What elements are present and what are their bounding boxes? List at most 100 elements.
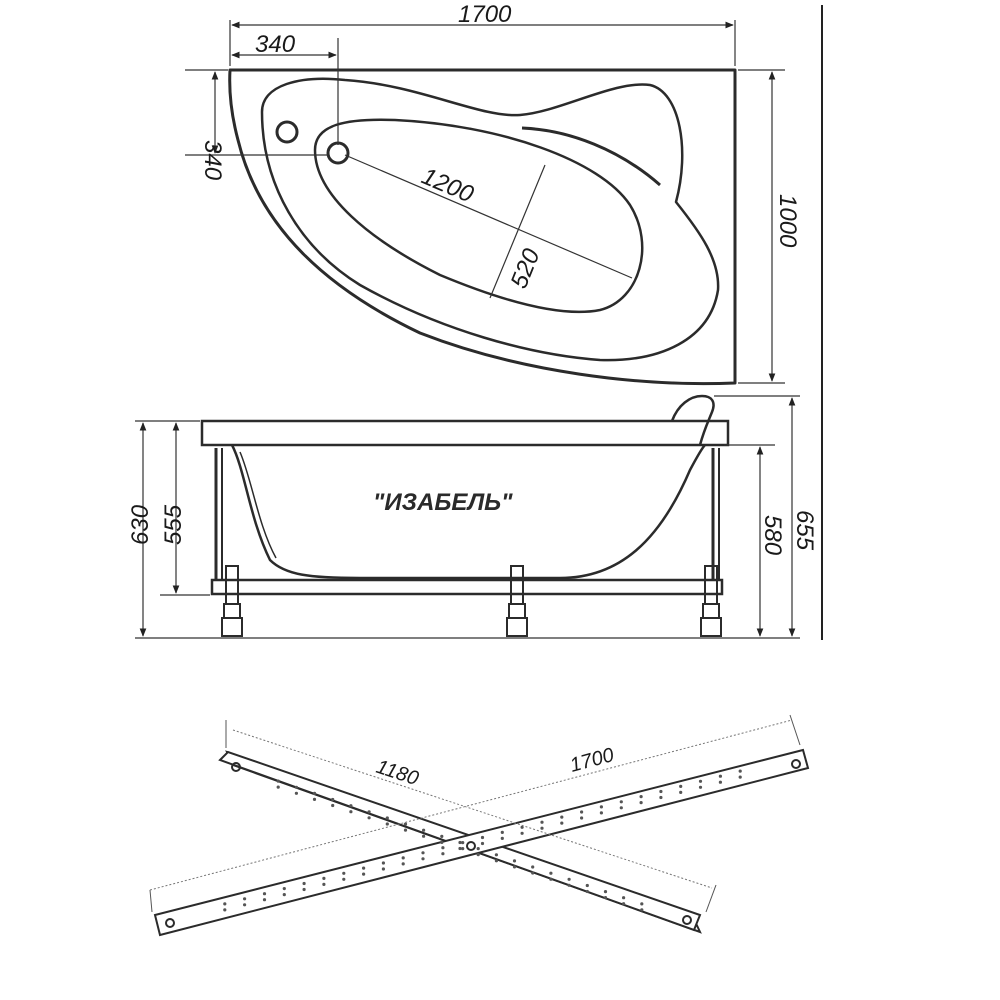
beam-hole-dot	[738, 775, 742, 779]
overflow-hole	[275, 120, 299, 144]
beam-hole-dot	[520, 831, 524, 835]
beam-mounting-holes	[223, 769, 742, 912]
beam-hole-dot	[367, 816, 371, 820]
beam-hole-dot	[567, 877, 571, 881]
beam-hole-dot	[549, 877, 553, 881]
beam-hole-dot	[603, 890, 608, 894]
beam-hole-dot	[461, 841, 465, 845]
tub-outer-outline	[228, 68, 737, 386]
drain-hole	[326, 141, 350, 165]
beam-hole-dot	[243, 897, 247, 901]
beam-end-hole-4	[791, 759, 801, 769]
beam-end-hole-3	[165, 918, 175, 928]
beam-hole-dot	[679, 790, 683, 795]
foot-right	[700, 565, 722, 637]
dim-width-1700: 1700	[458, 1, 512, 28]
beam-hole-dot	[312, 791, 317, 796]
beam-hole-dot	[322, 876, 326, 881]
foot-middle	[506, 565, 528, 637]
beam-hole-dot	[403, 828, 408, 832]
beam-hole-dot	[349, 810, 353, 814]
beam-hole-dot	[331, 803, 335, 808]
beam-hole-dot	[560, 821, 564, 825]
beam-hole-dot	[619, 800, 623, 804]
beam-hole-dot	[476, 853, 480, 857]
beam-hole-dot	[362, 866, 366, 870]
beam-hole-dot	[403, 822, 408, 826]
tub-inner-rim	[260, 77, 720, 362]
foot-left	[221, 565, 243, 637]
dim-beam-1180: 1180	[373, 756, 421, 790]
beam-hole-dot	[385, 816, 389, 820]
beam-hole-dot	[342, 871, 346, 875]
beam-hole-dot	[294, 791, 298, 795]
beam-hole-dot	[622, 902, 626, 906]
beam-hole-dot	[441, 852, 445, 856]
beam-hole-dot	[441, 846, 445, 850]
beam-hole-dot	[262, 898, 267, 902]
beam-hole-dot	[480, 841, 485, 846]
beam-hole-dot	[585, 889, 589, 894]
beam-hole-dot	[494, 859, 498, 863]
top-view-dimensions	[185, 20, 785, 384]
dim-height-555: 555	[160, 504, 187, 545]
beam-hole-dot	[599, 805, 604, 809]
beam-hole-dot	[560, 815, 564, 819]
dim-beam-1700: 1700	[568, 744, 617, 777]
beam-hole-dot	[294, 785, 298, 789]
beam-hole-dot	[500, 836, 504, 841]
top-view	[228, 68, 737, 386]
beam-hole-dot	[567, 883, 571, 887]
beam-hole-dot	[512, 859, 517, 863]
beam-hole-dot	[302, 881, 306, 886]
beam-hole-dot	[512, 865, 517, 869]
beam-hole-dot	[381, 861, 385, 865]
dim-depth-1000: 1000	[774, 194, 801, 248]
model-name-label: "ИЗАБЕЛЬ"	[373, 489, 513, 516]
beam-hole-dot	[461, 847, 465, 851]
beam-end-hole-1	[231, 762, 241, 772]
beam-hole-dot	[421, 851, 425, 855]
beam-hole-dot	[223, 908, 227, 912]
beam-hole-dot	[282, 893, 286, 897]
beam-hole-dot	[580, 810, 584, 814]
beam-hole-dot	[331, 797, 335, 802]
beam-hole-dot	[421, 857, 425, 861]
dim-drain-x-340: 340	[255, 31, 296, 58]
beam-hole-dot	[500, 830, 504, 835]
beam-hole-dot	[520, 825, 524, 829]
beam-hole-dot	[480, 835, 485, 840]
beam-hole-dot	[422, 828, 426, 832]
beam-hole-dot	[659, 795, 663, 800]
beam-hole-dot	[718, 774, 723, 778]
beam-hole-dot	[639, 795, 643, 799]
beam-hole-dot	[640, 908, 644, 912]
beam-hole-dot	[640, 902, 644, 906]
beam-hole-dot	[494, 853, 498, 857]
beam-hole-dot	[282, 887, 286, 891]
beam-hole-dot	[440, 834, 444, 839]
beam-end-hole-2	[682, 915, 692, 925]
beam-hole-dot	[322, 882, 326, 887]
beam-hole-dot	[302, 887, 306, 892]
beam-hole-dot	[342, 877, 346, 881]
beam-hole-dot	[540, 826, 544, 830]
beam-hole-dot	[580, 816, 584, 820]
beam-hole-dot	[619, 806, 623, 810]
frame-view-dimensions	[149, 714, 801, 913]
tub-basin	[313, 118, 644, 314]
beam-hole-dot	[262, 892, 267, 896]
beam-hole-dot	[312, 797, 317, 802]
side-view	[200, 394, 730, 637]
beam-hole-dot	[698, 779, 703, 783]
dim-basin-width-520: 520	[506, 244, 546, 292]
side-view-dimensions	[135, 395, 800, 639]
tub-rim-slab	[200, 419, 730, 447]
beam-hole-dot	[531, 865, 535, 869]
beam-hole-dot	[458, 846, 462, 851]
beam-hole-dot	[381, 867, 385, 871]
dim-height-655: 655	[791, 510, 818, 551]
beam-hole-dot	[738, 769, 742, 773]
beam-hole-dot	[401, 862, 405, 866]
